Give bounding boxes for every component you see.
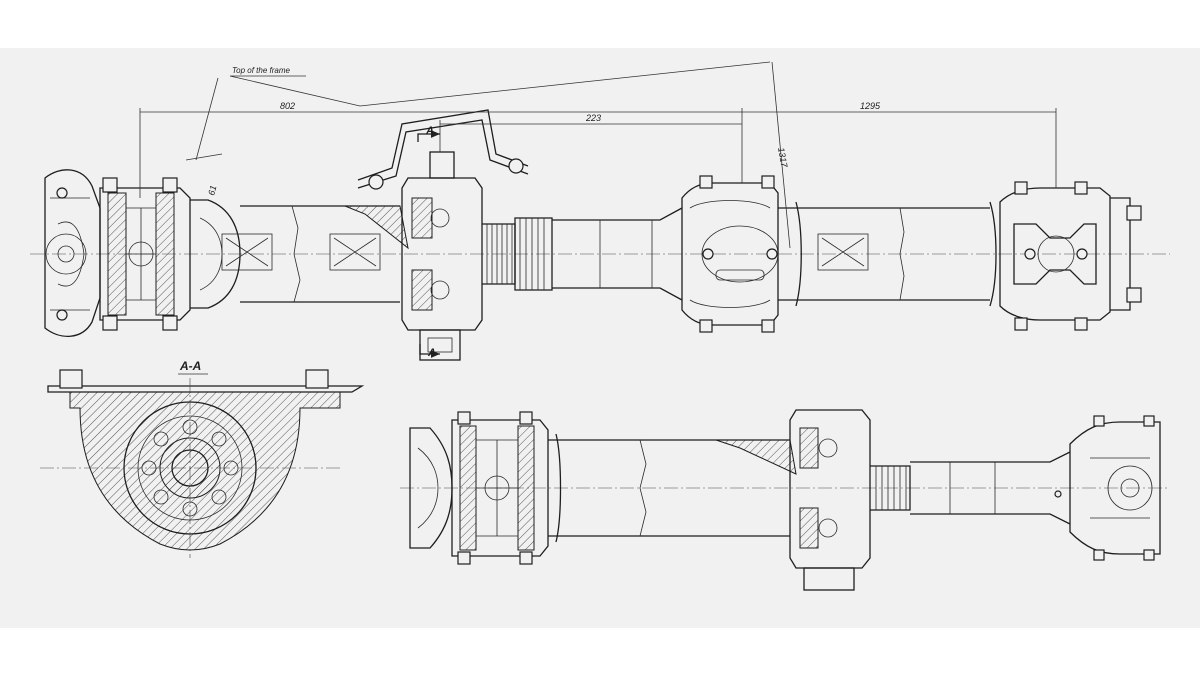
mount-bolt-right	[305, 369, 329, 389]
section-a-a-view: A-A	[40, 359, 365, 558]
dim-223-label: 223	[585, 113, 601, 123]
bottom-support-bearing	[789, 409, 871, 569]
section-arrow-top	[417, 130, 440, 142]
dim-line-1317	[771, 61, 791, 249]
center-universal-joint	[681, 182, 779, 326]
section-arrow-bottom	[419, 344, 440, 358]
bottom-splined-shaft	[870, 465, 911, 511]
section-mark-bottom: A	[427, 347, 436, 359]
dim-line-61	[185, 153, 223, 161]
dim-1317-label: 1317	[776, 147, 789, 169]
rear-flange	[1110, 197, 1131, 311]
driveshaft-drawing: 802 223 1295 1317 61 Top of the frame A …	[30, 61, 1170, 591]
top-assembly-view: 802 223 1295 1317 61 Top of the frame A …	[30, 61, 1170, 361]
dim-1295-label: 1295	[860, 101, 881, 111]
bottom-assembly-view	[400, 409, 1170, 591]
drawing-sheet: 802 223 1295 1317 61 Top of the frame A …	[0, 48, 1200, 628]
bottom-slip-section	[910, 451, 1071, 525]
dim-802-label: 802	[280, 101, 295, 111]
slip-yoke	[190, 199, 241, 309]
frame-note-label: Top of the frame	[232, 66, 291, 75]
dim-61-label: 61	[206, 184, 218, 196]
bottom-rear-universal-joint	[1069, 421, 1161, 555]
middle-tube	[552, 207, 683, 301]
section-mark-top: A	[425, 125, 434, 137]
rear-tube	[778, 207, 990, 301]
support-bracket	[357, 109, 529, 181]
front-universal-joint	[99, 187, 191, 321]
front-flange	[44, 169, 101, 337]
section-frame-plate	[47, 385, 365, 393]
mount-bolt-left	[59, 369, 83, 389]
section-title: A-A	[179, 359, 201, 373]
bottom-front-universal-joint	[451, 419, 549, 557]
frame-leader	[195, 61, 771, 161]
support-bearing	[401, 177, 483, 331]
